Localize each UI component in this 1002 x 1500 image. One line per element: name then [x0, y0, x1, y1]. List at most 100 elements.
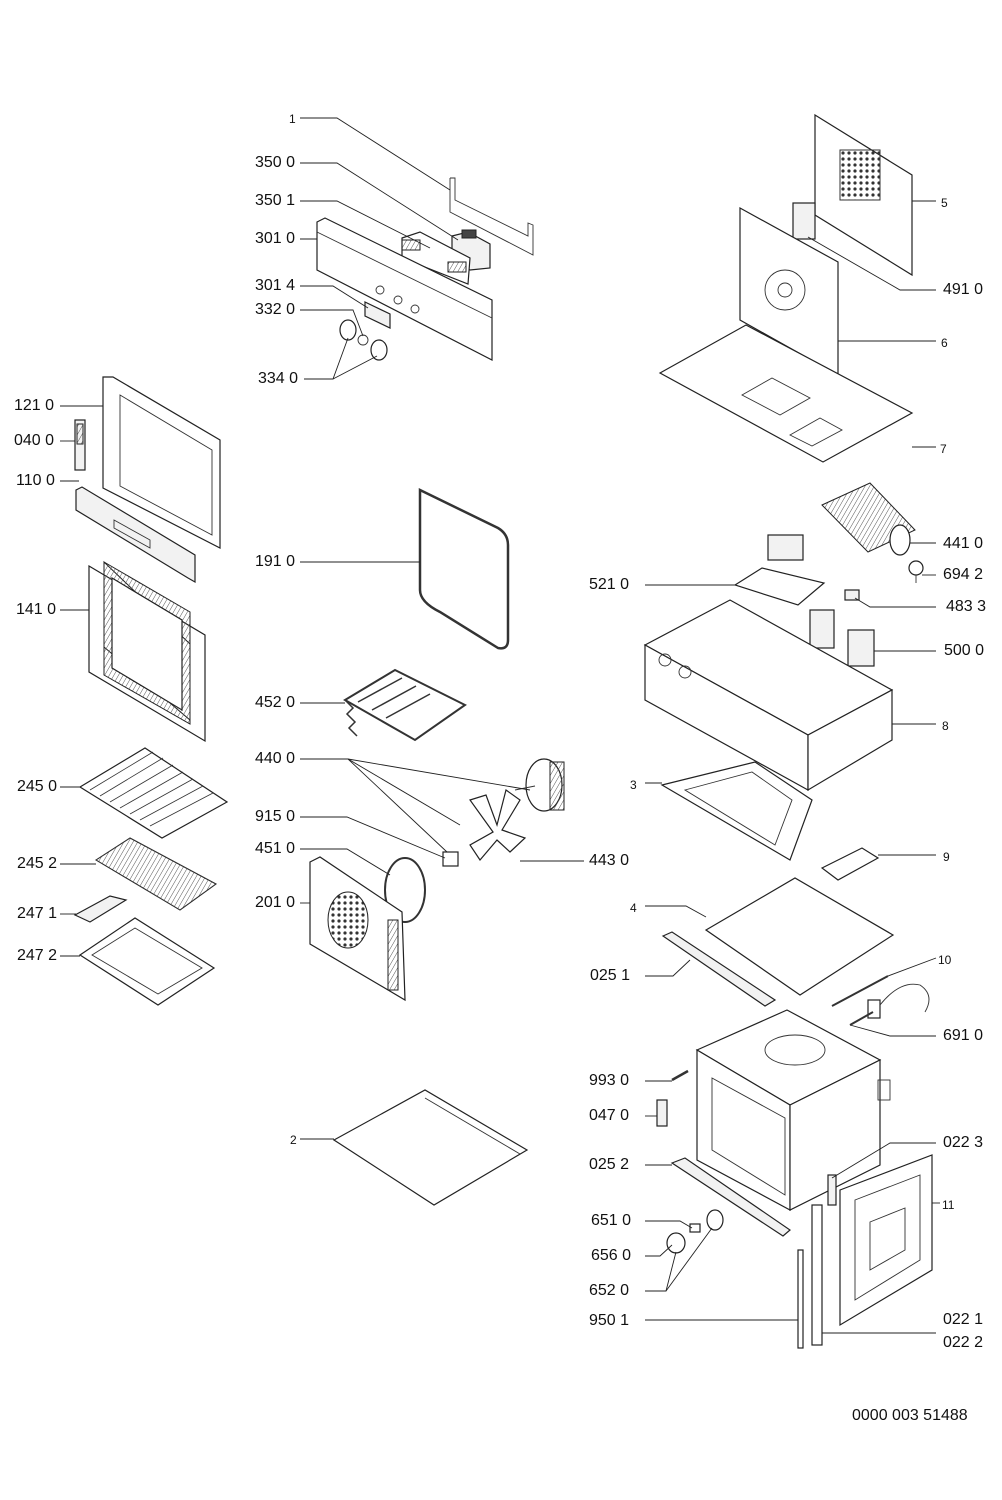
- part-oven-cavity: [695, 1009, 891, 1212]
- callout-label-025-1: 025 1: [590, 967, 631, 984]
- document-reference-number: 0000 003 51488: [852, 1407, 968, 1424]
- part-tray-handle: [73, 895, 128, 923]
- part-bottom-rail: [670, 1157, 791, 1237]
- callout-label-491-0: 491 0: [943, 281, 984, 298]
- callout-label-993-0: 993 0: [589, 1072, 630, 1089]
- part-lamp-holder: [706, 1209, 724, 1231]
- part-fan-motor-kit: [514, 758, 565, 812]
- callout-label-691-0: 691 0: [943, 1027, 984, 1044]
- callout-label-040-0: 040 0: [14, 432, 55, 449]
- callout-label-451-0: 451 0: [255, 840, 296, 857]
- part-top-rail: [661, 931, 777, 1007]
- part-grill-heating-element: [343, 668, 467, 742]
- callout-label-950-1: 950 1: [589, 1312, 630, 1329]
- part-side-bracket: [660, 761, 813, 861]
- part-outer-door-glass: [88, 560, 206, 743]
- part-door-frame: [102, 376, 221, 549]
- callout-label-440-0: 440 0: [255, 750, 296, 767]
- part-grill-rack: [95, 837, 217, 911]
- part-circular-heating-element: [384, 857, 426, 923]
- part-temperature-probe: [849, 983, 930, 1026]
- part-display-module: [401, 231, 471, 285]
- part-lamp-cover: [666, 1232, 686, 1254]
- part-door-handle: [75, 486, 196, 584]
- callout-label-441-0: 441 0: [943, 535, 984, 552]
- callout-label-141-0: 141 0: [16, 601, 57, 618]
- callout-label-245-2: 245 2: [17, 855, 58, 872]
- callout-label-191-0: 191 0: [255, 553, 296, 570]
- part-relay-unit: [809, 609, 875, 667]
- part-wire-shelf: [78, 747, 229, 839]
- callout-label-483-3: 483 3: [946, 598, 987, 615]
- callout-label-121-0: 121 0: [14, 397, 55, 414]
- callout-label-4: 4: [630, 901, 637, 915]
- part-cooling-fan: [821, 482, 916, 556]
- part-terminal-block: [792, 202, 816, 240]
- part-control-panel-bracket: [449, 177, 534, 256]
- part-door-hinge: [74, 419, 86, 471]
- part-control-panel-fascia: [316, 217, 493, 361]
- callout-label-022-1: 022 1: [943, 1311, 984, 1328]
- part-baking-tray: [78, 917, 216, 1006]
- callout-label-247-2: 247 2: [17, 947, 58, 964]
- callout-label-332-0: 332 0: [255, 301, 296, 318]
- part-trim-strip: [797, 1249, 804, 1349]
- callout-label-500-0: 500 0: [944, 642, 985, 659]
- part-control-housing: [643, 599, 894, 792]
- callout-label-334-0: 334 0: [258, 370, 299, 387]
- callout-label-1: 1: [289, 112, 296, 126]
- callout-label-9: 9: [943, 850, 950, 864]
- callout-label-350-1: 350 1: [255, 192, 296, 209]
- callout-label-022-3: 022 3: [943, 1134, 984, 1151]
- part-door-seal-gasket: [418, 488, 510, 650]
- callout-label-047-0: 047 0: [589, 1107, 630, 1124]
- callout-label-7: 7: [940, 442, 947, 456]
- part-display-window: [364, 301, 391, 329]
- callout-label-452-0: 452 0: [255, 694, 296, 711]
- callout-label-915-0: 915 0: [255, 808, 296, 825]
- callout-label-652-0: 652 0: [589, 1282, 630, 1299]
- callout-label-022-2: 022 2: [943, 1334, 984, 1351]
- callout-label-301-0: 301 0: [255, 230, 296, 247]
- callout-label-110-0: 110 0: [16, 472, 55, 489]
- callout-label-3: 3: [630, 778, 637, 792]
- part-lamp-bulb: [689, 1223, 701, 1233]
- part-side-trim: [811, 1204, 823, 1346]
- part-knob-spring: [357, 334, 369, 346]
- part-sensor-rod: [831, 975, 889, 1007]
- part-hinge-receiver: [656, 1099, 668, 1127]
- part-side-panel: [839, 1154, 933, 1327]
- part-top-cover: [658, 324, 914, 463]
- callout-label-656-0: 656 0: [591, 1247, 632, 1264]
- callout-label-651-0: 651 0: [591, 1212, 632, 1229]
- callout-label-11: 11: [942, 1198, 955, 1212]
- callout-label-10: 10: [938, 953, 952, 967]
- callout-label-350-0: 350 0: [255, 154, 296, 171]
- callout-label-5: 5: [941, 196, 948, 210]
- part-screw: [671, 1069, 689, 1082]
- part-thermostat: [908, 560, 924, 583]
- part-side-trim-clip: [827, 1174, 837, 1206]
- callout-label-443-0: 443 0: [589, 852, 630, 869]
- leader-lines: [60, 117, 940, 1334]
- part-connector: [844, 589, 860, 601]
- callout-label-8: 8: [942, 719, 949, 733]
- callout-label-301-4: 301 4: [255, 277, 296, 294]
- part-bottom-panel: [332, 1089, 529, 1206]
- callout-label-201-0: 201 0: [255, 894, 296, 911]
- callout-label-6: 6: [941, 336, 948, 350]
- part-fan-cover: [309, 856, 406, 1002]
- part-fan-nut: [442, 851, 459, 867]
- callout-label-2: 2: [290, 1133, 297, 1147]
- callout-label-694-2: 694 2: [943, 566, 984, 583]
- part-power-board: [733, 534, 826, 606]
- part-top-plate: [704, 877, 895, 996]
- callout-label-247-1: 247 1: [17, 905, 58, 922]
- callout-label-245-0: 245 0: [17, 778, 58, 795]
- part-support-bracket: [820, 847, 880, 881]
- part-fan-blade: [469, 789, 527, 861]
- callout-label-521-0: 521 0: [589, 576, 630, 593]
- part-control-knobs: [339, 319, 388, 361]
- callout-label-025-2: 025 2: [589, 1156, 630, 1173]
